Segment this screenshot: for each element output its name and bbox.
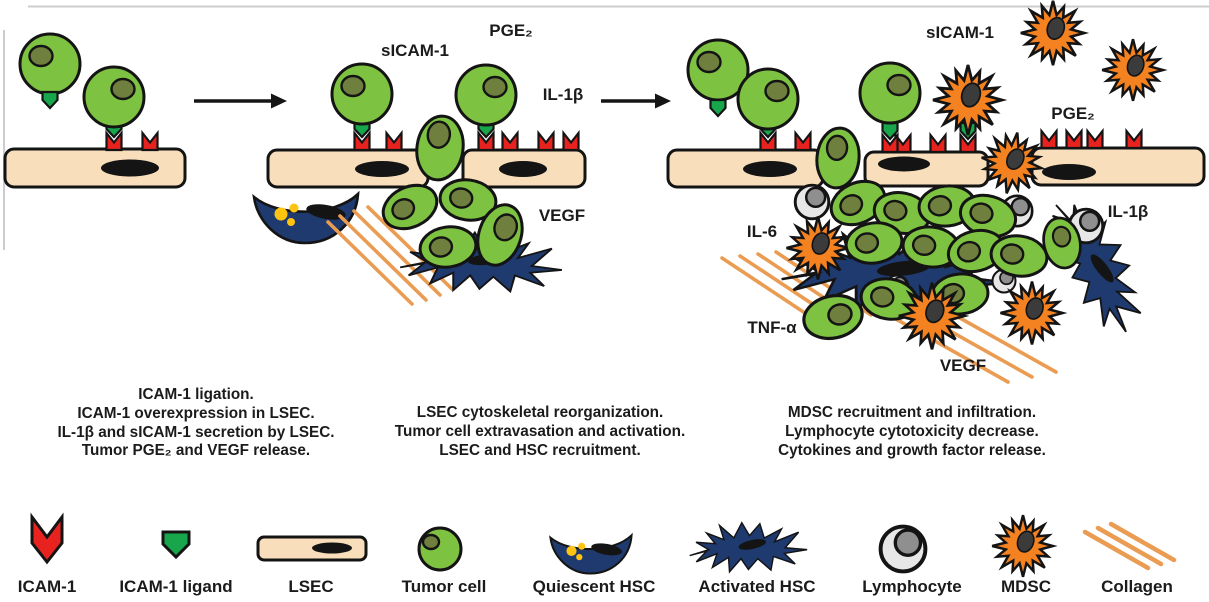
legend-label-tumor-cell: Tumor cell [402, 577, 487, 596]
lymphocyte [793, 183, 831, 221]
label-vegf: VEGF [940, 356, 986, 375]
icam1-receptor [562, 131, 580, 152]
lsec-icon [256, 535, 368, 562]
tumor-cell [18, 32, 82, 96]
mdsc-icon [990, 513, 1055, 579]
mdsc-cell [785, 215, 850, 281]
lymphocyte-icon [878, 524, 928, 574]
tumor-cell [415, 114, 465, 182]
icam1-receptor [141, 131, 159, 152]
lsec [3, 147, 187, 189]
lsec-nucleus [499, 161, 547, 177]
mdsc-cell [1100, 37, 1165, 103]
tumor-cell [858, 61, 922, 125]
tumor-cell [82, 65, 146, 129]
legend-label-mdsc: MDSC [1001, 577, 1051, 596]
icam1-receptor [501, 131, 519, 152]
description-line: LSEC cytoskeletal reorganization. [416, 404, 664, 421]
description-line: Cytokines and growth factor release. [778, 441, 1046, 459]
lsec-nucleus [1042, 164, 1096, 180]
legend-label-activated-hsc: Activated HSC [698, 577, 815, 596]
icam1-icon [30, 512, 64, 565]
lsec-nucleus [743, 161, 797, 177]
icam1-receptor [929, 133, 947, 154]
description-line: MDSC recruitment and infiltration. [787, 404, 1037, 421]
lsec [863, 150, 990, 188]
label-sicam1: sICAM-1 [381, 41, 449, 60]
mdsc-cell [931, 63, 1004, 137]
tumor-cell [815, 126, 861, 190]
stage-2-description: LSEC cytoskeletal reorganization. Tumor … [385, 404, 695, 460]
label-il1b: IL-1β [543, 85, 584, 104]
description-line: LSEC and HSC recruitment. [439, 441, 641, 459]
label-vegf: VEGF [539, 206, 585, 225]
lsec-nucleus [878, 156, 930, 172]
icam1-receptor [1125, 129, 1143, 150]
mdsc-cell [1019, 0, 1086, 67]
quiescent-hsc-icon [549, 534, 633, 575]
description-line: Lymphocyte cytotoxicity decrease. [785, 422, 1039, 440]
tumor-cell [476, 203, 524, 267]
tumor-cell [330, 62, 394, 126]
lsec-nucleus [101, 159, 159, 177]
mdsc-cell [897, 281, 966, 351]
description-line: ICAM-1 overexpression in LSEC. [77, 404, 315, 422]
stage-2-panel: sICAM-1 PGE₂ IL-1β VEGF [252, 21, 587, 306]
description-line: IL-1β and sICAM-1 secretion by LSEC. [57, 423, 335, 441]
tumor-cell [736, 67, 800, 131]
icam1-receptor [1086, 129, 1104, 150]
legend: ICAM-1 ICAM-1 ligand LSEC Tumor cell Qui… [18, 512, 1177, 596]
description-line: Tumor PGE₂ and VEGF release. [81, 442, 311, 460]
stage-1-panel [3, 32, 187, 189]
label-pge2: PGE₂ [1051, 104, 1094, 123]
legend-label-quiescent-hsc: Quiescent HSC [533, 577, 656, 596]
tumor-cell-icon [417, 526, 463, 572]
icam1-ligand [709, 98, 727, 118]
icam1-receptor [1040, 129, 1058, 150]
icam1-receptor [385, 131, 403, 152]
label-il1b: IL-1β [1108, 202, 1149, 221]
legend-label-icam1-ligand: ICAM-1 ligand [119, 577, 232, 596]
icam1-receptor [537, 131, 555, 152]
collagen-icon [1082, 521, 1177, 571]
activated-hsc-icon [686, 517, 810, 577]
mdsc-cell [999, 280, 1064, 346]
label-tnfa: TNF-α [747, 318, 797, 337]
icam1-ligand-icon [161, 530, 191, 560]
legend-label-lsec: LSEC [288, 577, 333, 596]
description-line: ICAM-1 ligation. [138, 386, 254, 403]
arrow-icon [194, 93, 287, 109]
legend-label-collagen: Collagen [1101, 577, 1173, 596]
icam1-receptor [1065, 129, 1083, 150]
label-sicam1: sICAM-1 [926, 23, 994, 42]
icam1-ligand [41, 90, 59, 110]
lsec-nucleus [355, 161, 409, 177]
label-il6: IL-6 [747, 222, 777, 241]
icam1-receptor [794, 131, 812, 152]
stage-3-description: MDSC recruitment and infiltration. Lymph… [742, 404, 1082, 460]
label-pge2: PGE₂ [489, 21, 532, 40]
legend-label-icam1: ICAM-1 [18, 577, 77, 596]
legend-label-lymphocyte: Lymphocyte [862, 577, 962, 596]
description-line: Tumor cell extravasation and activation. [394, 422, 686, 440]
stage-3-panel: sICAM-1 PGE₂ IL-1β IL-6 TNF-α VEGF [666, 0, 1206, 384]
arrow-icon [601, 93, 671, 109]
tumor-cell [454, 63, 518, 127]
stage-1-description: ICAM-1 ligation. ICAM-1 overexpression i… [31, 386, 361, 461]
